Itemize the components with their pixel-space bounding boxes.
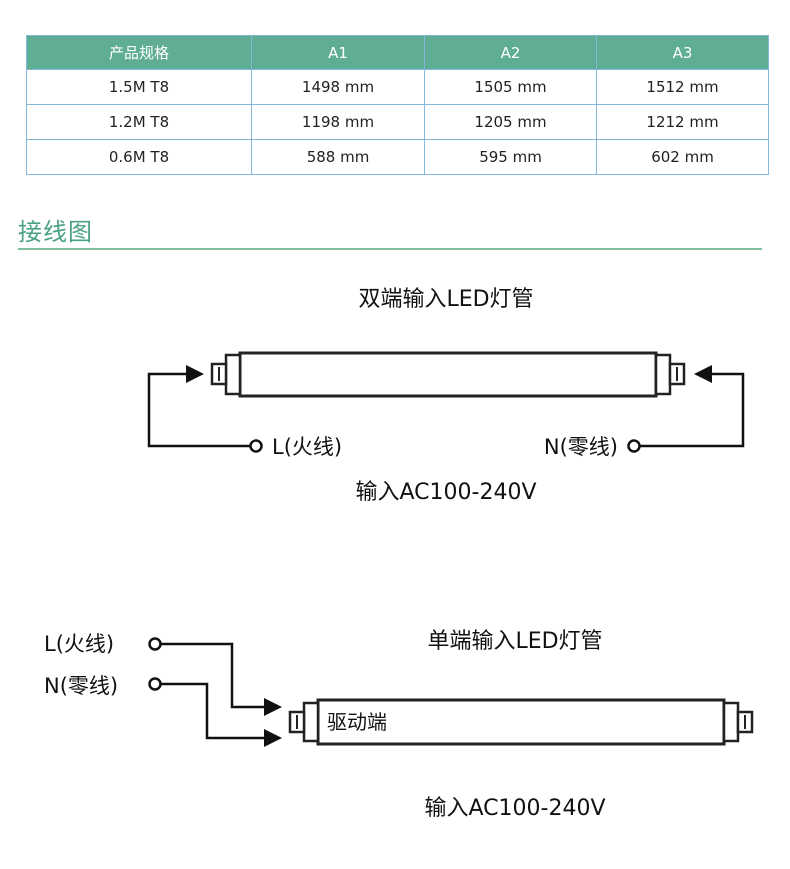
section-divider (18, 248, 762, 250)
table-header-row: 产品规格 A1 A2 A3 (26, 35, 769, 70)
neutral-label-single: N(零线) (44, 674, 118, 698)
wire-neutral-double (640, 372, 745, 448)
terminal-circle-icon (249, 439, 263, 453)
cell-spec: 1.2M T8 (26, 104, 252, 140)
wire-live-double (147, 372, 250, 448)
wire-neutral-single (161, 682, 266, 740)
cell-a3: 602 mm (596, 139, 769, 175)
cell-a1: 1198 mm (251, 104, 425, 140)
arrow-left-icon (694, 365, 712, 383)
table-row: 0.6M T8 588 mm 595 mm 602 mm (26, 139, 769, 175)
table-row: 1.5M T8 1498 mm 1505 mm 1512 mm (26, 69, 769, 105)
cell-a1: 1498 mm (251, 69, 425, 105)
spec-table: 产品规格 A1 A2 A3 1.5M T8 1498 mm 1505 mm 15… (26, 35, 769, 175)
led-tube-double (210, 351, 686, 398)
header-a3: A3 (596, 35, 769, 70)
arrow-right-icon (264, 698, 282, 716)
led-tube-single (288, 698, 754, 746)
cell-a2: 595 mm (424, 139, 597, 175)
input-voltage-single: 输入AC100-240V (425, 796, 606, 821)
double-ended-title: 双端输入LED灯管 (358, 287, 533, 312)
arrow-right-icon (186, 365, 204, 383)
driver-end-label: 驱动端 (327, 710, 387, 734)
terminal-circle-icon (627, 439, 641, 453)
live-label-single: L(火线) (44, 632, 114, 656)
cell-a1: 588 mm (251, 139, 425, 175)
single-ended-diagram: 单端输入LED灯管 驱动端 L(火线) N(零线) 输入AC100-240V (44, 629, 754, 821)
double-ended-diagram: 双端输入LED灯管 L(火线) N(零线) 输入AC100-240V (147, 287, 745, 505)
cell-a3: 1512 mm (596, 69, 769, 105)
single-ended-title: 单端输入LED灯管 (427, 629, 602, 654)
neutral-label-double: N(零线) (544, 435, 618, 459)
terminal-circle-icon (148, 637, 162, 651)
terminal-circle-icon (148, 677, 162, 691)
header-spec: 产品规格 (26, 35, 252, 70)
cell-a3: 1212 mm (596, 104, 769, 140)
cell-spec: 0.6M T8 (26, 139, 252, 175)
cell-a2: 1205 mm (424, 104, 597, 140)
wire-live-single (161, 642, 266, 709)
input-voltage-double: 输入AC100-240V (356, 480, 537, 505)
section-heading: 接线图 (18, 218, 93, 246)
cell-a2: 1505 mm (424, 69, 597, 105)
cell-spec: 1.5M T8 (26, 69, 252, 105)
arrow-right-icon (264, 729, 282, 747)
live-label-double: L(火线) (272, 435, 342, 459)
table-row: 1.2M T8 1198 mm 1205 mm 1212 mm (26, 104, 769, 140)
